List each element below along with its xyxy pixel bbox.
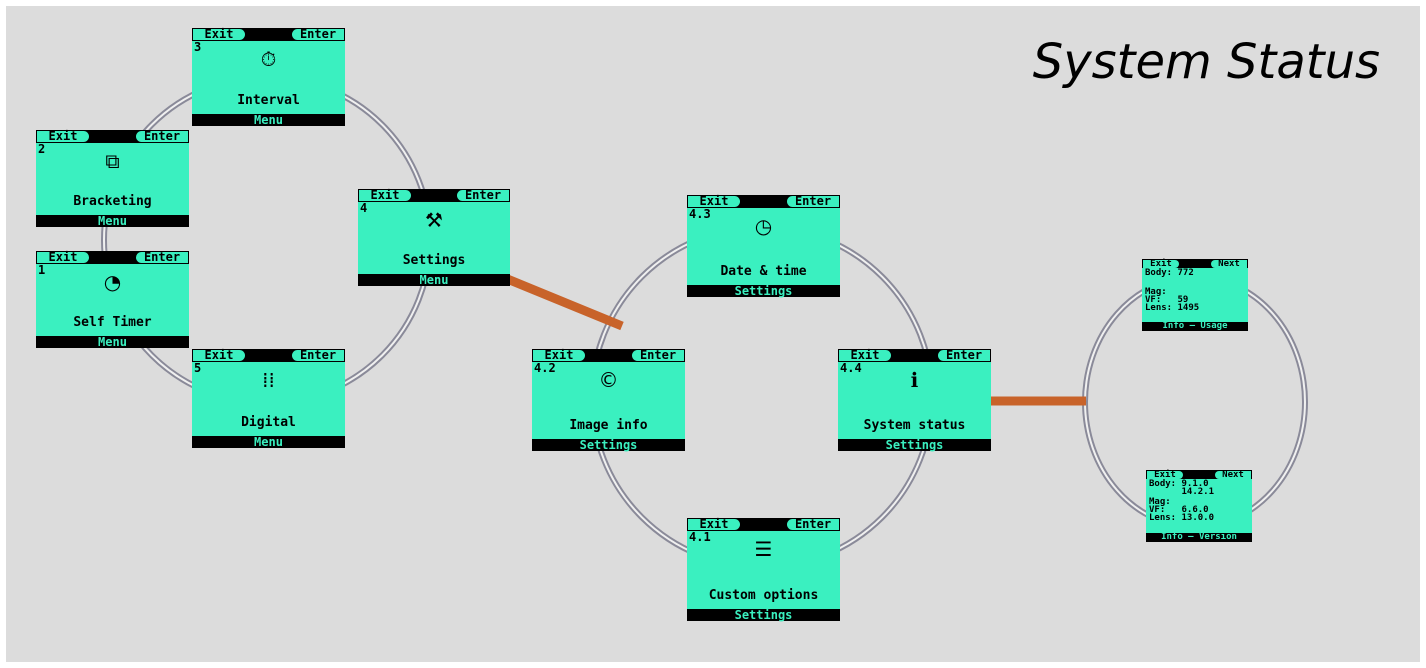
screen-number: 4.1 [689, 530, 711, 544]
info-line: Body: 772 [1145, 268, 1194, 278]
exit-button[interactable]: Exit [839, 349, 891, 361]
info-line: Body: 9.1.0 [1149, 479, 1209, 489]
bracketing-icon: ⧉ [105, 149, 120, 173]
hammer-icon: ⚒ [425, 208, 443, 232]
screen-date-time[interactable]: Exit Enter 4.3 ◷ Date & time Settings [687, 195, 840, 298]
screen-footer: Menu [36, 336, 189, 349]
screen-footer: Settings [687, 285, 840, 298]
screen-number: 4.4 [840, 361, 862, 375]
screen-footer: Menu [358, 274, 510, 287]
exit-button[interactable]: Exit [37, 130, 89, 142]
screen-image-info[interactable]: Exit Enter 4.2 © Image info Settings [532, 349, 685, 452]
screen-label: Digital [241, 415, 296, 430]
next-button[interactable]: Next [1215, 471, 1251, 480]
exit-button[interactable]: Exit [533, 349, 585, 361]
screen-label: Bracketing [73, 194, 152, 209]
enter-button[interactable]: Enter [787, 195, 839, 207]
exit-button[interactable]: Exit [359, 189, 411, 201]
screen-settings[interactable]: Exit Enter 4 ⚒ Settings Menu [358, 189, 510, 287]
screen-footer: Settings [532, 439, 685, 452]
info-line: Lens: 13.0.0 [1149, 513, 1215, 523]
screen-label: Interval [237, 93, 300, 108]
stopwatch-grid-icon: ⏱ [260, 47, 277, 71]
enter-button[interactable]: Enter [457, 189, 509, 201]
screen-footer: Menu [192, 436, 345, 449]
page-title: System Status [1032, 34, 1380, 90]
screen-label: Image info [569, 418, 648, 433]
screen-label: System status [863, 418, 966, 433]
info-line: Lens: 1495 [1145, 303, 1200, 313]
screen-label: Custom options [708, 588, 819, 603]
exit-button[interactable]: Exit [1147, 471, 1183, 480]
digital-icon: ⁞⁞ [262, 368, 275, 392]
screen-number: 4.2 [534, 361, 556, 375]
info-line: Mag: [1145, 287, 1167, 297]
enter-button[interactable]: Enter [632, 349, 684, 361]
screen-info-version[interactable]: Exit Next Body: 9.1.0 14.2.1 Mag: VF: 6.6… [1146, 470, 1252, 542]
exit-button[interactable]: Exit [688, 518, 740, 530]
info-line: 14.2.1 [1149, 487, 1215, 497]
enter-button[interactable]: Enter [938, 349, 990, 361]
info-line: VF: 59 [1145, 295, 1189, 305]
exit-button[interactable]: Exit [193, 28, 245, 40]
screen-custom-options[interactable]: Exit Enter 4.1 ☰ Custom options Settings [687, 518, 840, 622]
screen-number: 2 [38, 142, 46, 156]
screen-number: 3 [194, 40, 202, 54]
enter-button[interactable]: Enter [136, 251, 188, 263]
screen-footer: Menu [36, 215, 189, 228]
settings-to-submenu-link [503, 273, 624, 331]
copyright-icon: © [598, 368, 619, 392]
enter-button[interactable]: Enter [787, 518, 839, 530]
screen-number: 1 [38, 263, 46, 277]
sliders-icon: ☰ [754, 537, 773, 561]
screen-self-timer[interactable]: Exit Enter 1 ◔ Self Timer Menu [36, 251, 189, 349]
info-footer: Info – Usage [1142, 322, 1248, 331]
exit-button[interactable]: Exit [1143, 260, 1179, 269]
screen-footer: Settings [687, 609, 840, 622]
info-line: Mag: [1149, 497, 1171, 507]
screen-label: Settings [402, 253, 466, 268]
clock-icon: ◷ [754, 214, 773, 238]
screen-label: Date & time [720, 264, 807, 279]
screen-bracketing[interactable]: Exit Enter 2 ⧉ Bracketing Menu [36, 130, 189, 228]
exit-button[interactable]: Exit [37, 251, 89, 263]
enter-button[interactable]: Enter [136, 130, 188, 142]
screen-info-usage[interactable]: Exit Next Body: 772 Mag: VF: 59 Lens: 149… [1142, 259, 1248, 331]
screen-interval[interactable]: Exit Enter 3 ⏱ Interval Menu [192, 28, 345, 127]
info-icon: ℹ [910, 368, 919, 392]
screen-digital[interactable]: Exit Enter 5 ⁞⁞ Digital Menu [192, 349, 345, 449]
info-footer: Info – Version [1146, 533, 1252, 542]
enter-button[interactable]: Enter [292, 349, 344, 361]
screen-footer: Menu [192, 114, 345, 127]
screen-label: Self Timer [73, 315, 152, 330]
screen-number: 4.3 [689, 207, 711, 221]
next-button[interactable]: Next [1211, 260, 1247, 269]
screen-footer: Settings [838, 439, 991, 452]
exit-button[interactable]: Exit [193, 349, 245, 361]
exit-button[interactable]: Exit [688, 195, 740, 207]
enter-button[interactable]: Enter [292, 28, 344, 40]
screen-number: 4 [360, 201, 368, 215]
self-timer-icon: ◔ [103, 270, 122, 294]
info-line: VF: 6.6.0 [1149, 505, 1209, 515]
screen-number: 5 [194, 361, 202, 375]
